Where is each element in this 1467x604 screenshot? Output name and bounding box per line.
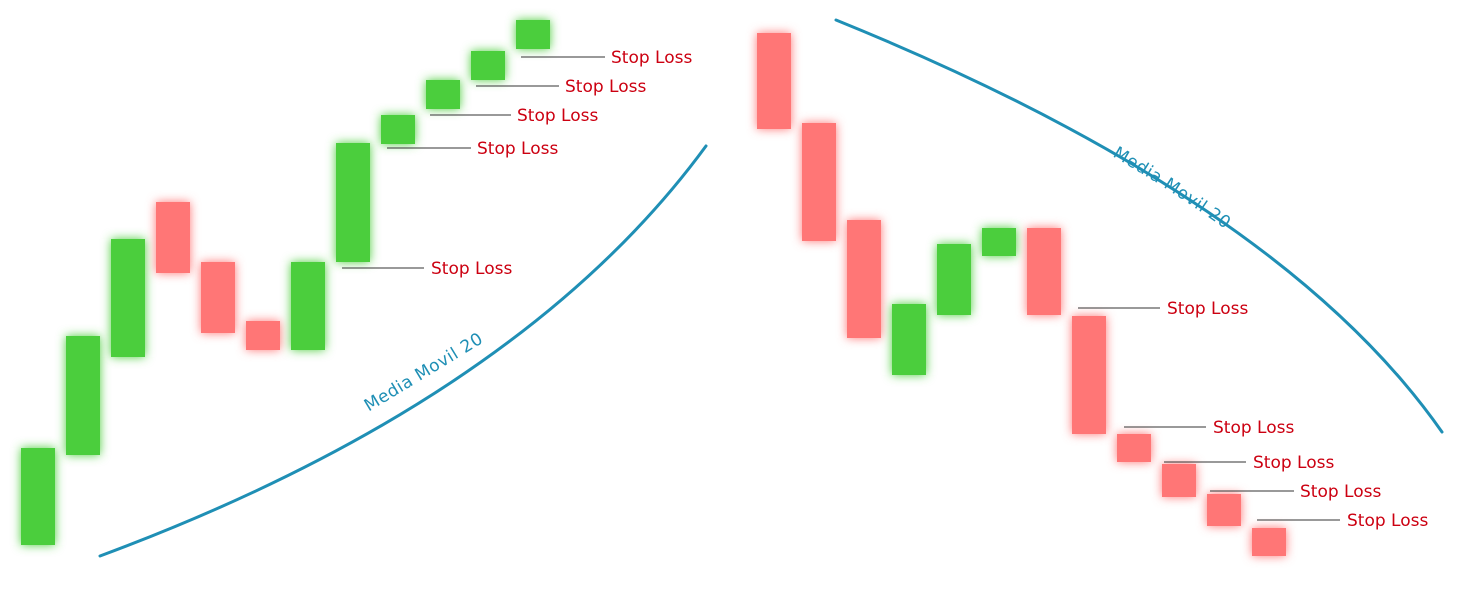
uptrend-candle-9-bull	[381, 115, 415, 144]
downtrend-candle-4-bull	[892, 304, 926, 375]
uptrend-candle-8-bull	[336, 143, 370, 262]
downtrend-candle-6-bull	[982, 228, 1016, 256]
uptrend-candle-1-bull	[21, 448, 55, 545]
uptrend-candle-6-bear	[246, 321, 280, 350]
downtrend-stop-loss-label-4: Stop Loss	[1300, 482, 1381, 502]
uptrend-stop-loss-label-2: Stop Loss	[477, 139, 558, 159]
moving-average-line-downtrend	[834, 18, 1444, 434]
uptrend-stop-loss-label-1: Stop Loss	[431, 259, 512, 279]
uptrend-candle-2-bull	[66, 336, 100, 455]
downtrend-stop-loss-label-3: Stop Loss	[1253, 453, 1334, 473]
downtrend-stop-loss-label-1: Stop Loss	[1167, 299, 1248, 319]
downtrend-candle-12-bear	[1252, 528, 1286, 556]
moving-average-label-downtrend-text: Media Movil 20	[1110, 143, 1234, 233]
uptrend-stop-loss-label-3: Stop Loss	[517, 106, 598, 126]
uptrend-stop-loss-label-4: Stop Loss	[565, 77, 646, 97]
uptrend-candle-3-bull	[111, 239, 145, 357]
downtrend-candle-7-bear	[1027, 228, 1061, 315]
downtrend-candle-1-bear	[757, 33, 791, 129]
downtrend-candle-10-bear	[1162, 464, 1196, 497]
downtrend-candle-3-bear	[847, 220, 881, 338]
uptrend-candle-5-bear	[201, 262, 235, 333]
uptrend-candle-11-bull	[471, 51, 505, 80]
downtrend-candle-5-bull	[937, 244, 971, 315]
uptrend-candle-12-bull	[516, 20, 550, 49]
downtrend-stop-loss-label-2: Stop Loss	[1213, 418, 1294, 438]
uptrend-candle-4-bear	[156, 202, 190, 273]
moving-average-label-downtrend: Media Movil 20	[1110, 143, 1235, 233]
downtrend-candle-2-bear	[802, 123, 836, 241]
downtrend-candle-11-bear	[1207, 494, 1241, 526]
downtrend-stop-loss-label-5: Stop Loss	[1347, 511, 1428, 531]
uptrend-stop-loss-label-5: Stop Loss	[611, 48, 692, 68]
candles-downtrend	[757, 33, 1286, 556]
uptrend-candle-10-bull	[426, 80, 460, 109]
downtrend-candle-9-bear	[1117, 434, 1151, 462]
moving-average-line-uptrend	[98, 144, 708, 558]
downtrend-candle-8-bear	[1072, 316, 1106, 434]
uptrend-candle-7-bull	[291, 262, 325, 350]
candles-uptrend	[21, 20, 550, 545]
